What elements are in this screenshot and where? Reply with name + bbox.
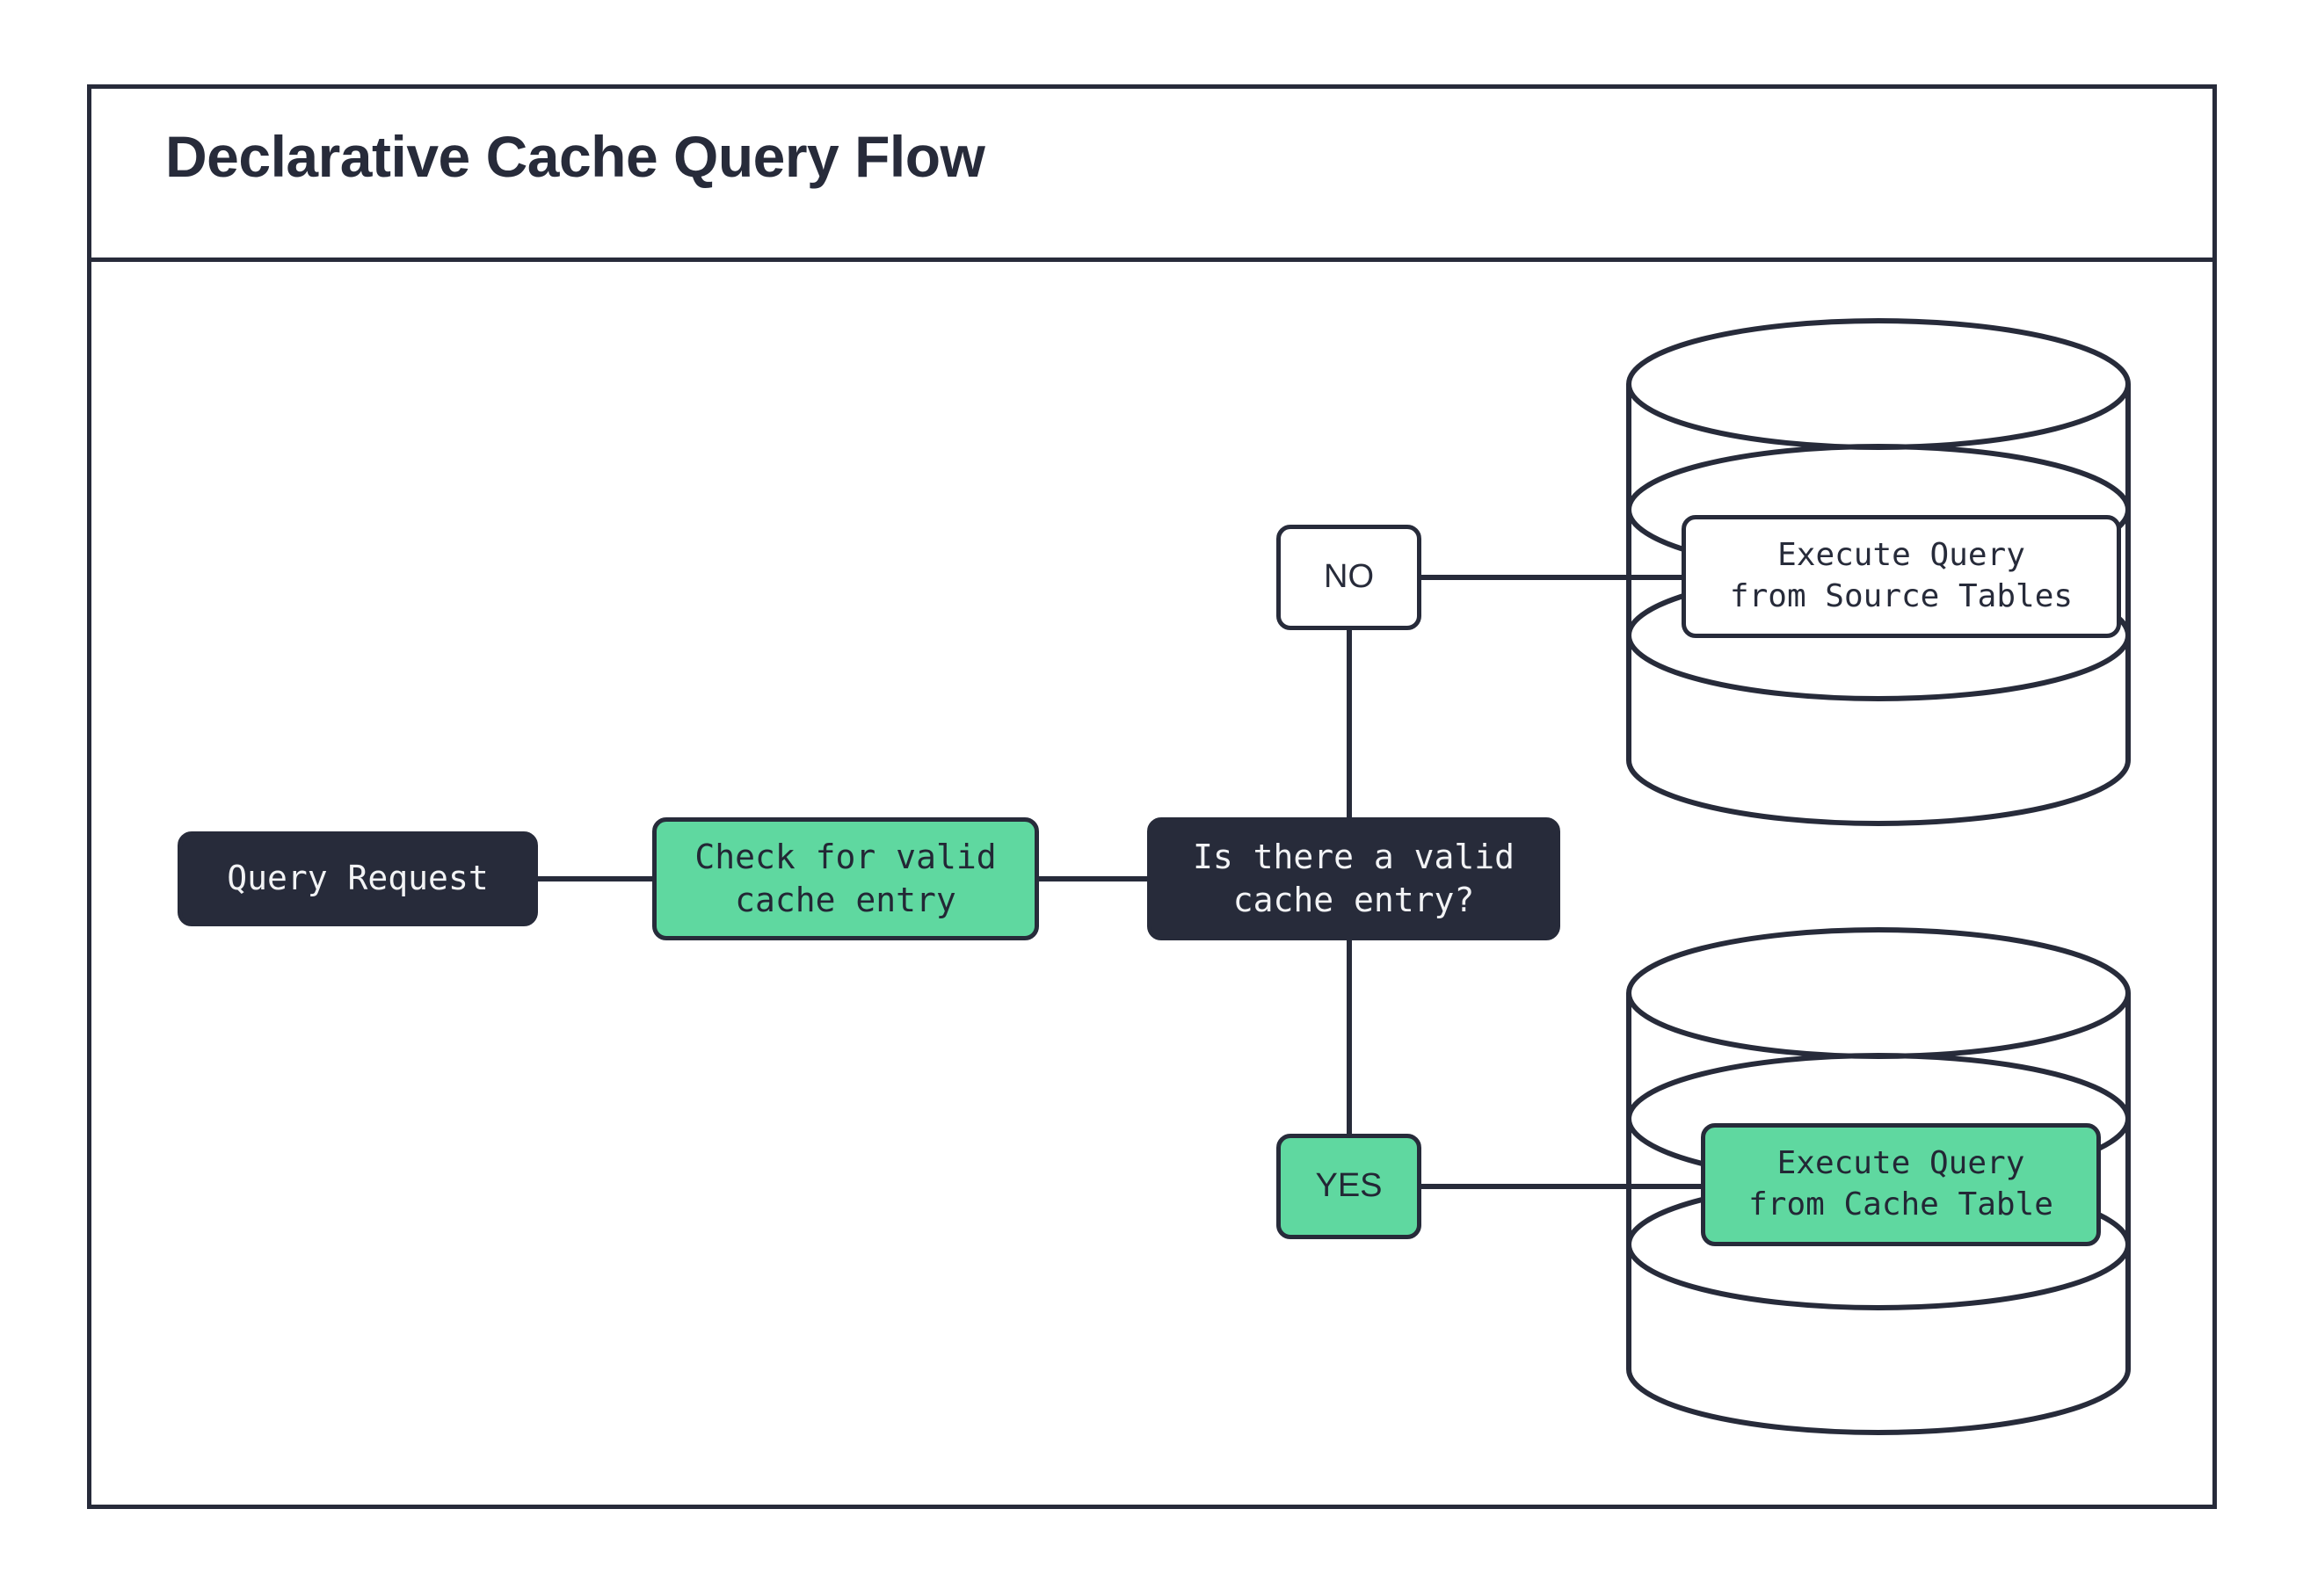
page-title: Declarative Cache Query Flow (165, 124, 985, 189)
node-execute-query-from-cache-table[interactable]: Execute Query from Cache Table (1701, 1123, 2101, 1246)
node-decision-valid-cache-entry[interactable]: Is there a valid cache entry? (1147, 817, 1560, 940)
node-execute-query-from-source-tables[interactable]: Execute Query from Source Tables (1682, 515, 2121, 638)
edge-label-yes[interactable]: YES (1276, 1134, 1421, 1239)
title-divider (87, 258, 2217, 262)
edge-label-no[interactable]: NO (1276, 525, 1421, 630)
node-check-for-valid-cache-entry[interactable]: Check for valid cache entry (652, 817, 1039, 940)
node-query-request[interactable]: Query Request (178, 831, 538, 926)
diagram-frame (87, 84, 2217, 1509)
